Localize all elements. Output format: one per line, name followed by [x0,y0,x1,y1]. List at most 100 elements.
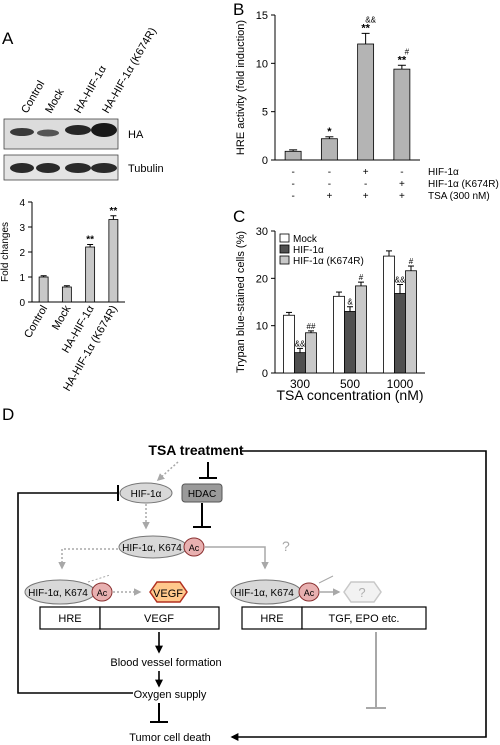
bar [405,270,417,374]
legend-label: HIF-1α (K674R) [293,256,364,267]
x-tick-label: 300 [290,377,310,391]
bar [61,286,72,303]
x-tick-label: Control [22,304,50,341]
legend-label: HIF-1α [293,245,324,256]
tgf-label: TGF, EPO etc. [329,613,400,625]
condition-mark: - [291,191,294,202]
y-tick-label: 2 [19,248,25,259]
condition-label: TSA (300 nM) [428,191,490,202]
legend-swatch [279,244,290,254]
bar [355,285,367,374]
ac-label: Ac [97,588,108,598]
significance-label: ** [361,22,370,34]
hre-label: HRE [58,613,81,625]
bar [320,138,338,161]
condition-mark: + [326,191,332,202]
condition-mark: + [399,179,405,190]
hdac-node [181,483,223,503]
lane-label: HA-HIF-1α (K674R) [100,26,159,116]
bar [333,295,345,374]
band [91,163,117,173]
tumor-cell-death: Tumor cell death [129,732,211,744]
band [65,163,91,173]
lane-labels: Control Mock HA-HIF-1α HA-HIF-1α (K674R) [19,26,159,116]
gray-line [318,575,334,584]
feedback-line [17,492,133,694]
hif-k674-label: HIF-1α, K674 [28,588,88,599]
band [91,123,117,137]
vegf-hexagon [149,581,188,603]
significance-label: # [359,273,364,282]
significance-label: ** [109,206,117,217]
panel-b-label: B [233,0,244,19]
significance-label: && [395,275,406,284]
tsa-to-death-line [230,450,487,741]
unknown-label: ? [358,585,365,600]
y-tick-label: 0 [262,368,268,380]
condition-mark: - [291,167,294,178]
hdac-label: HDAC [188,489,216,500]
bar [393,68,411,161]
bar [383,255,395,374]
oxygen-supply: Oxygen supply [134,689,207,701]
significance-label: * [327,126,332,138]
vegf-gene-label: VEGF [144,613,174,625]
bar [394,293,406,374]
panel-d-label: D [2,405,14,424]
bar [85,246,96,303]
ac-node [183,537,205,557]
y-tick-label: 20 [256,273,268,285]
bar [283,314,295,374]
significance-label: && [295,339,306,348]
vegf-protein-label: VEGF [153,588,183,600]
unknown-hexagon [343,581,382,603]
y-tick-label: 10 [256,321,268,333]
condition-mark: - [364,179,367,190]
hif-node [119,482,173,504]
y-tick-label: 30 [256,226,268,238]
y-tick-label: 15 [256,10,268,22]
hif-k674-label: HIF-1α, K674 [122,543,182,554]
y-axis-label: Trypan blue-stained cells (%) [235,231,247,373]
ac-node [91,582,113,602]
y-tick-label: 3 [19,223,25,234]
gray-arrow [205,546,269,570]
x-axis-label: TSA concentration (nM) [276,387,423,403]
x-tick-label: 1000 [387,377,414,391]
bar [284,150,302,161]
y-tick-label: 1 [19,273,25,284]
y-tick-label: 5 [262,107,268,119]
western-blot: HA Tubulin [3,118,164,181]
legend-swatch [279,233,290,243]
blot-label-tubulin: Tubulin [128,163,164,175]
vegf-gene-box [99,606,220,630]
lane-label: Mock [43,86,67,115]
hre-label: HRE [260,613,283,625]
bar [108,219,119,303]
band [10,128,34,136]
hif-k674-label: HIF-1α, K674 [234,588,294,599]
dotted-arrow [58,548,118,570]
y-tick-label: 0 [19,298,25,309]
ac-label: Ac [189,543,200,553]
bar [344,311,356,374]
bar [357,43,375,161]
significance-label: # [409,257,414,266]
x-tick-label: Mock [50,303,74,332]
bar [38,276,49,303]
ac-label: Ac [304,588,315,598]
y-tick-label: 0 [262,155,268,167]
significance-label: # [405,47,410,56]
panel-c-label: C [233,207,245,226]
blood-vessel-formation: Blood vessel formation [110,657,221,669]
y-tick-label: 4 [19,198,25,209]
blot-label-ha: HA [128,129,144,141]
dotted-arrow [87,574,111,583]
y-axis-label: HRE activity (fold induction) [235,20,247,155]
band [10,163,34,173]
significance-label: ** [398,54,407,66]
significance-label: & [347,298,353,307]
